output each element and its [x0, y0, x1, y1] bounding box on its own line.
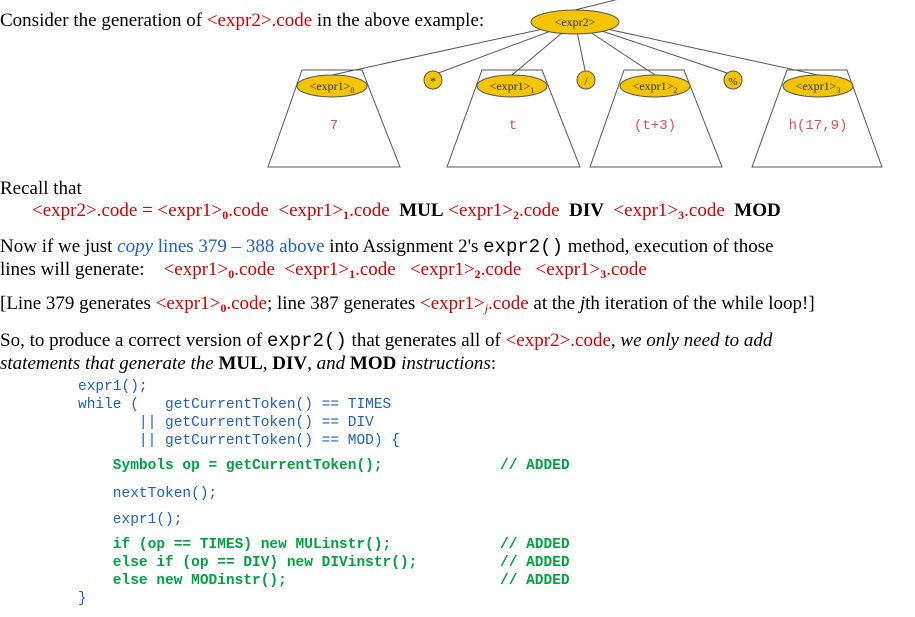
subtree-code-2: (t+3) — [634, 118, 676, 134]
lines-ref: lines 379 – 388 above — [153, 236, 325, 257]
op-node-mod — [723, 70, 743, 90]
child-sub-1: 1 — [530, 86, 534, 95]
root-label: <expr2> — [555, 15, 596, 29]
code-line-9: else if (op == DIV) new DIVinstr(); — [78, 555, 418, 571]
subtree-code-3: h(17,9) — [789, 118, 848, 134]
op-label-div: / — [584, 74, 588, 88]
op-label-times: * — [430, 74, 436, 88]
code-line-10: else new MODinstr(); — [78, 573, 287, 589]
recall-mod: MOD — [734, 200, 781, 221]
root-node — [530, 9, 620, 35]
para1-line2: lines will generate: <expr1>0.code <expr… — [0, 259, 647, 281]
svg-text:<expr1>0: <expr1>0 — [310, 79, 355, 95]
copy-word: copy — [117, 236, 154, 257]
para3-line1: So, to produce a correct version of expr… — [0, 330, 773, 352]
intro-expr: <expr2> — [206, 10, 272, 31]
code-comment-8: // ADDED — [500, 537, 570, 553]
child-label-1: <expr1> — [490, 79, 531, 93]
child-label-2: <expr1> — [633, 79, 674, 93]
subtree-1 — [446, 69, 581, 168]
child-label-0: <expr1> — [310, 79, 351, 93]
parse-tree-diagram: <expr2> <expr1>0 <expr1>1 <expr1>2 <expr… — [267, 0, 883, 168]
recall-mul: MUL — [399, 200, 444, 221]
para2-line: [Line 379 generates <expr1>0.code; line … — [0, 293, 815, 315]
op-label-mod: % — [728, 76, 737, 88]
code-line-8: if (op == TIMES) new MULinstr(); — [78, 537, 392, 553]
code-line-2: while ( getCurrentToken() == TIMES — [78, 397, 392, 413]
child-node-0 — [296, 74, 368, 98]
svg-text:<expr1>3: <expr1>3 — [796, 79, 841, 95]
para3-line2: statements that generate the MUL, DIV, a… — [0, 353, 497, 374]
intro-rest: in the above example: — [312, 10, 485, 31]
recall-heading: Recall that — [0, 178, 82, 199]
code-line-11: } — [78, 591, 87, 607]
code-comment-10: // ADDED — [500, 573, 570, 589]
child-sub-0: 0 — [350, 86, 354, 95]
code-comment-9: // ADDED — [500, 555, 570, 571]
op-node-div — [576, 70, 596, 90]
intro-line: Consider the generation of <expr2>.code … — [0, 10, 484, 32]
intro-code: .code — [271, 10, 313, 31]
code-line-4: || getCurrentToken() == MOD) { — [78, 433, 400, 449]
svg-text:<expr1>2: <expr1>2 — [633, 79, 678, 95]
code-line-1: expr1(); — [78, 379, 148, 395]
code-line-5: Symbols op = getCurrentToken(); — [78, 458, 383, 474]
subtree-code-0: 7 — [330, 118, 338, 134]
code-line-6: nextToken(); — [78, 486, 218, 502]
child-sub-2: 2 — [673, 86, 677, 95]
child-node-3 — [782, 74, 854, 98]
child-label-3: <expr1> — [796, 79, 837, 93]
code-line-7: expr1(); — [78, 512, 183, 528]
code-line-3: || getCurrentToken() == DIV — [78, 415, 374, 431]
method-name-2: expr2() — [266, 330, 347, 352]
svg-text:<expr1>1: <expr1>1 — [490, 79, 535, 95]
subtree-0 — [267, 69, 401, 168]
child-node-1 — [476, 74, 548, 98]
subtree-2 — [589, 69, 723, 168]
recall-div: DIV — [569, 200, 604, 221]
para1-line1: Now if we just copy lines 379 – 388 abov… — [0, 236, 774, 258]
recall-formula: <expr2>.code = <expr1>0.code <expr1>1.co… — [32, 200, 781, 222]
intro-text: Consider the generation of — [0, 10, 207, 31]
child-node-2 — [619, 74, 691, 98]
op-node-times — [423, 70, 443, 90]
code-comment-5: // ADDED — [500, 458, 570, 474]
method-name: expr2() — [483, 236, 563, 258]
subtree-3 — [751, 69, 883, 168]
subtree-code-1: t — [509, 118, 517, 134]
child-sub-3: 3 — [836, 86, 840, 95]
